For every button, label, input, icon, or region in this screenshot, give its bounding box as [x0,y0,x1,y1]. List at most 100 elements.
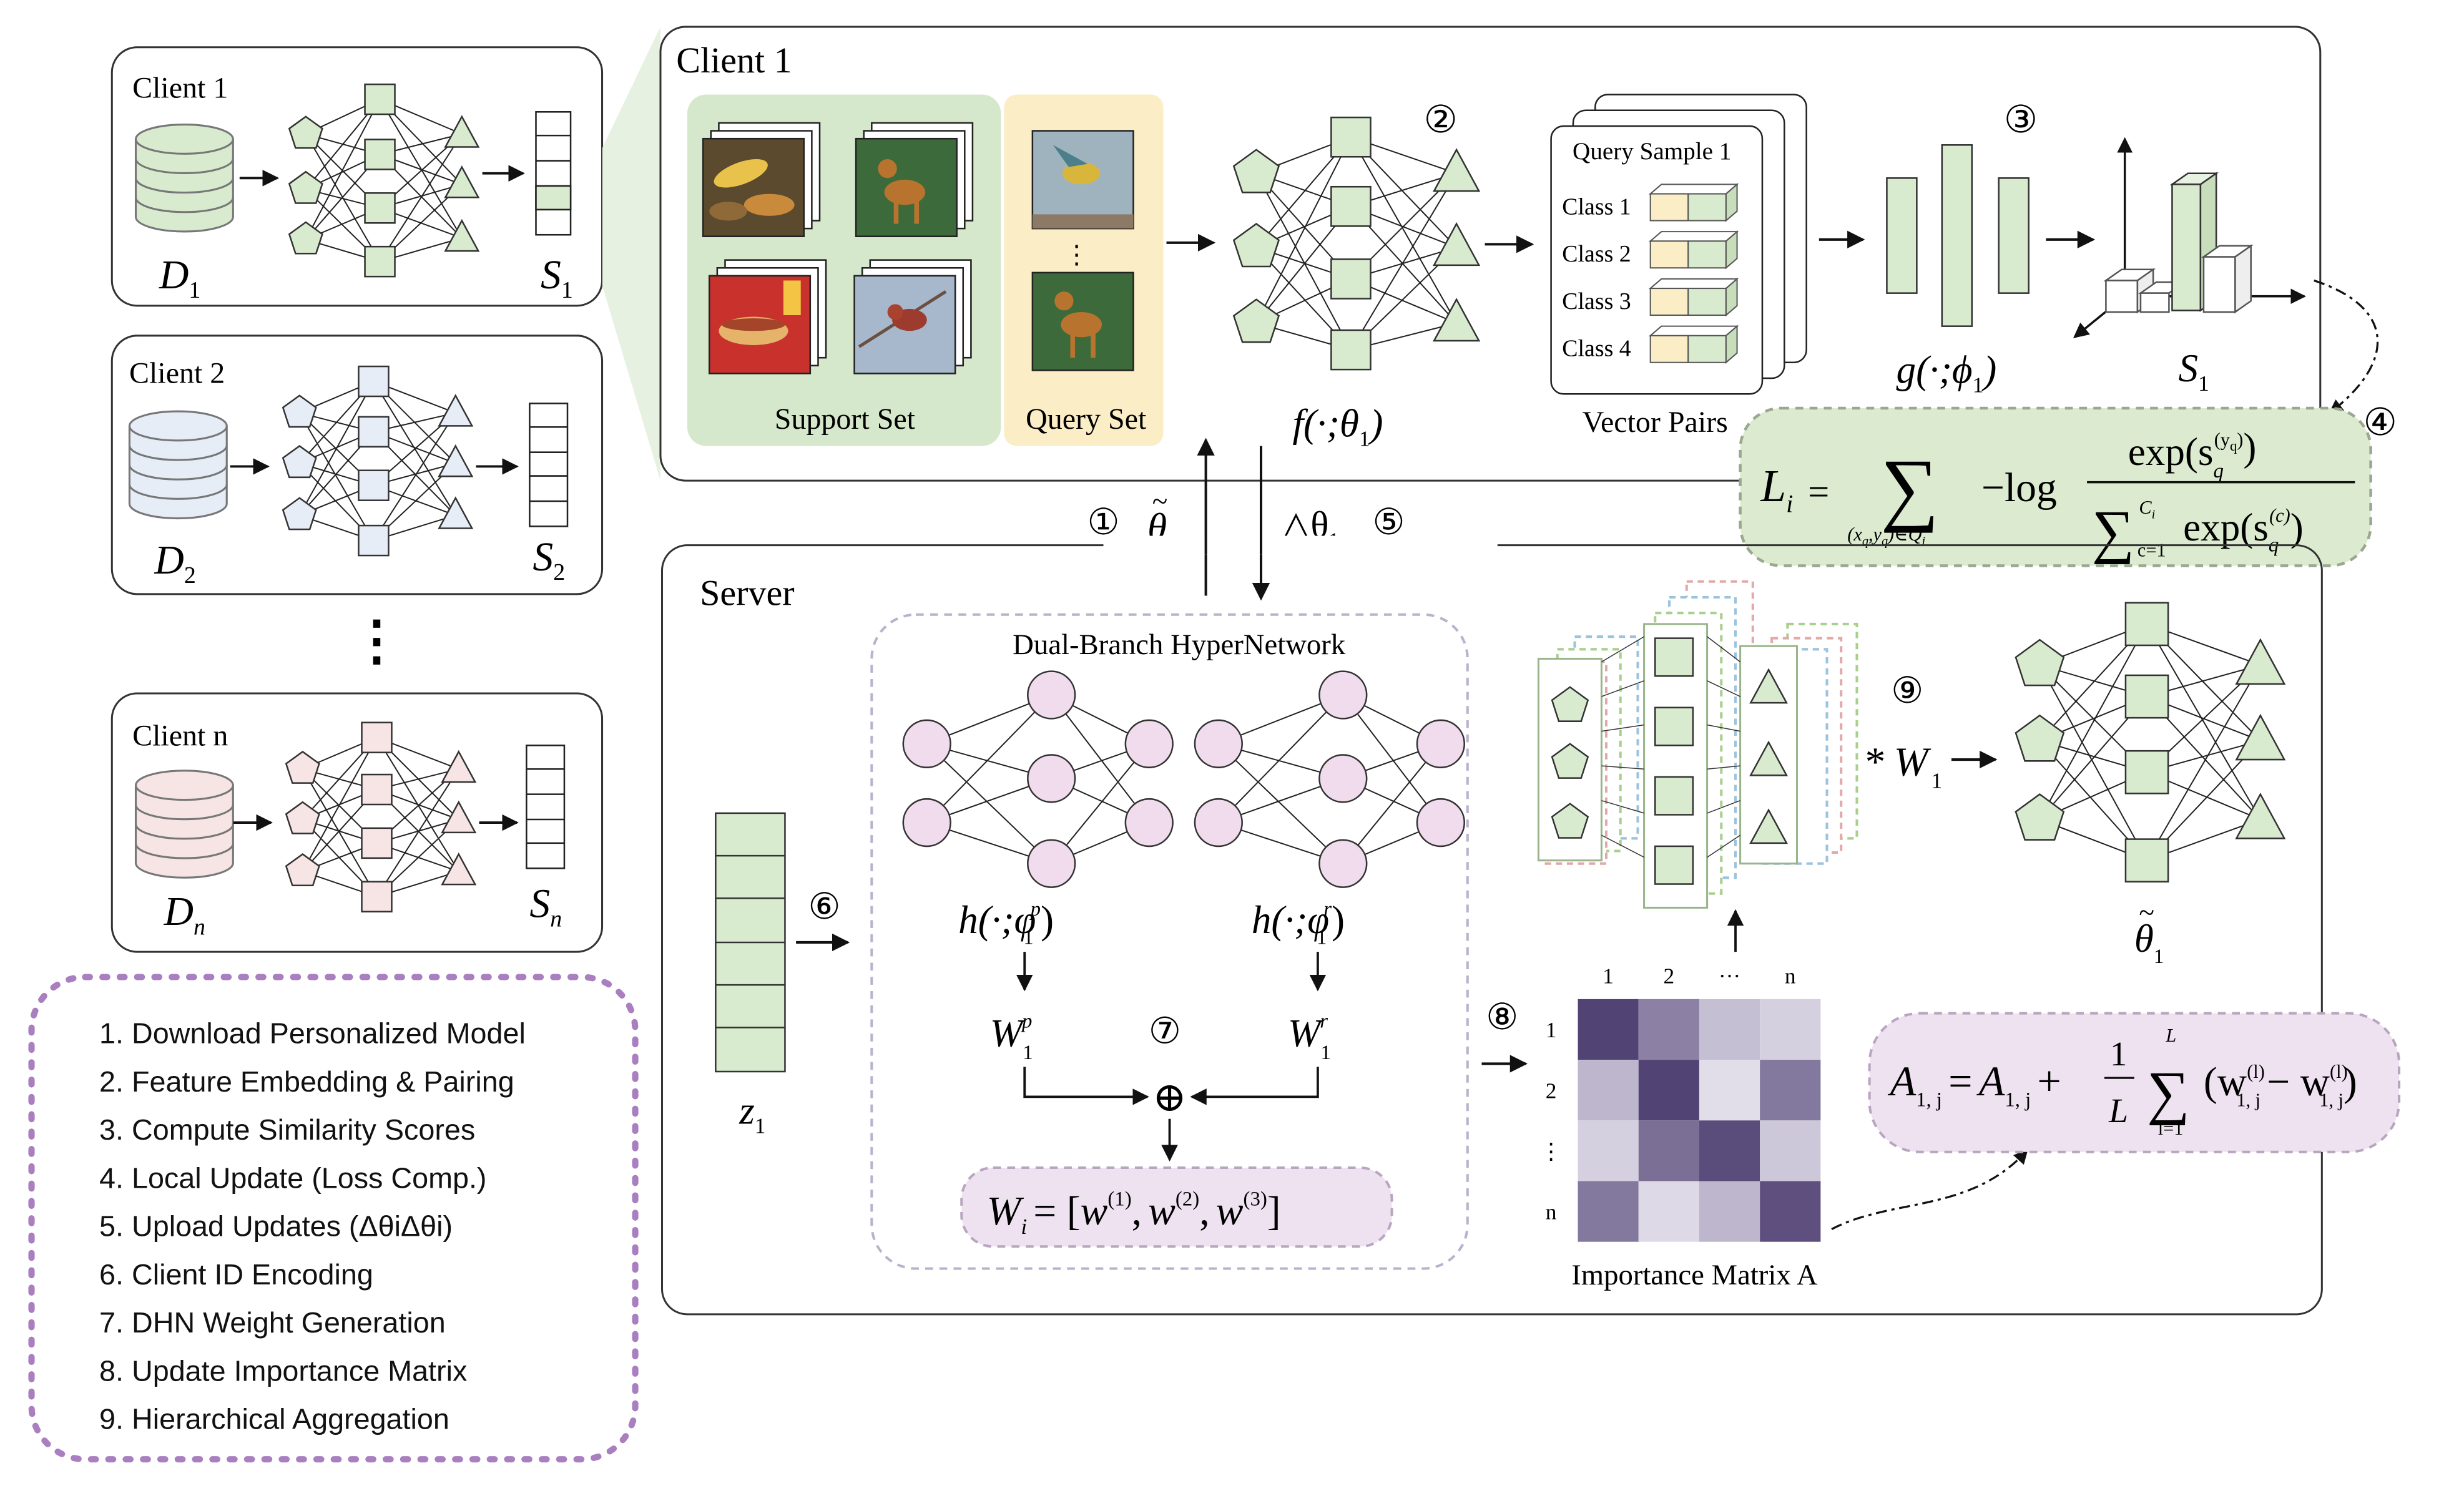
support-image-hotdog [708,259,827,374]
feature-network-f [1232,116,1481,371]
client2-score-vector [529,403,569,527]
legend-item: 1. Download Personalized Model [99,1017,526,1050]
client1-data-label: D1 [159,252,200,303]
matrix-cell [1760,999,1821,1060]
class-row-label: Class 4 [1562,336,1631,362]
svg-text:−log: −log [1981,465,2057,511]
step8-marker: ⑧ [1486,997,1518,1037]
step3-marker: ③ [2004,99,2038,141]
legend-item: 8. Update Importance Matrix [99,1354,467,1387]
client2-title: Client 2 [129,357,225,390]
svg-text:(w(l)1, j− w(l)1, j): (w(l)1, j− w(l)1, j) [2204,1059,2357,1111]
query-vector-cell [1649,288,1689,316]
class-vector-cell [1687,335,1727,363]
class-row-label: Class 3 [1562,288,1631,315]
matrix-row-label: 1 [1546,1017,1557,1042]
class-row-label: Class 2 [1562,241,1631,267]
step9-marker: ⑨ [1891,670,1923,711]
client1-database-icon [134,123,234,233]
g-label: g(·;ϕ1) [1897,348,1997,398]
class-vector-cell [1687,288,1727,316]
client-embedding-z1 [715,812,786,1073]
svg-text:Li: Li [1760,461,1793,518]
dhn-box [870,613,1469,1270]
s1-label: S1 [2179,346,2209,396]
vector-pairs-caption: Vector Pairs [1583,406,1728,439]
svg-text:c=1: c=1 [2138,539,2166,560]
svg-text:=: = [1808,471,1829,513]
loss-formula: Li = ∑ (xq,yq)∈Qi −log exp(sq(yq)) ∑ Ci … [1739,406,2372,567]
svg-text:Ci: Ci [2139,497,2155,522]
arrow-wp-to-sum [1023,1067,1149,1105]
matrix-cell [1760,1181,1821,1242]
class-vector-cell [1687,193,1727,222]
matrix-row-label: ⋮ [1540,1139,1562,1164]
w-p-label: W1p [990,1010,1033,1064]
clientn-title: Client n [132,719,228,752]
query-image-bird [1031,130,1134,230]
legend-item: 2. Feature Embedding & Pairing [99,1065,514,1098]
client2-card: Client 2 D2 S2 [110,335,604,595]
matrix-caption: Importance Matrix A [1571,1259,1818,1291]
clientn-score-label: Sn [529,881,562,932]
svg-text:exp(sq(yq)): exp(sq(yq)) [2128,425,2257,482]
legend-item: 9. Hierarchical Aggregation [99,1403,449,1435]
w-r-label: W1r [1288,1010,1331,1064]
server-panel: Server z1 ⑥ Dual-Branch HyperNetwork h(·… [660,535,2401,1316]
matrix-col-label: 2 [1664,964,1675,989]
svg-text:∑: ∑ [2147,1059,2189,1126]
support-set-label: Support Set [775,403,916,436]
svg-text:(xq,yq)∈Qi: (xq,yq)∈Qi [1847,524,1925,549]
legend-item: 5. Upload Updates (ΔθiΔθi) [99,1210,453,1243]
client1-score-label: S1 [541,252,573,303]
step2-marker: ② [1424,99,1458,141]
matrix-col-label: n [1785,964,1796,989]
matrix-cell [1760,1060,1821,1121]
clientn-score-vector [526,745,566,869]
query-vector-cell [1649,193,1689,222]
query-ellipsis: ⋮ [1064,241,1089,269]
step1-marker: ① [1087,502,1119,542]
similarity-bar-3d [2073,137,2307,338]
matrix-cell [1699,999,1760,1060]
step5-marker: ⑤ [1372,502,1405,542]
matrix-cell [1638,1120,1699,1181]
matrix-cell [1638,999,1699,1060]
matrix-cell [1699,1120,1760,1181]
matrix-row-label: 2 [1546,1078,1557,1103]
client2-data-label: D2 [154,537,195,589]
client2-score-label: S2 [533,534,565,585]
svg-text:A1, j=A1, j+: A1, j=A1, j+ [1887,1057,2061,1112]
class-vector-cell [1687,240,1727,269]
z1-label: z1 [739,1088,765,1138]
svg-text:l=1: l=1 [2158,1118,2184,1139]
step6-marker: ⑥ [808,886,841,927]
vector-pairs-header: Query Sample 1 [1573,138,1731,165]
dhn-title: Dual-Branch HyperNetwork [1013,628,1346,661]
svg-text:L: L [2108,1092,2128,1130]
matrix-col-label: 1 [1603,964,1614,989]
projection-g [1886,144,2030,327]
svg-text:∑: ∑ [1880,443,1939,534]
client1-panel: Client 1 [659,26,2397,482]
matrix-cell [1578,1060,1639,1121]
client1-panel-title: Client 1 [676,40,792,81]
arrow-s-to-loss [2314,279,2379,414]
clients-ellipsis: ⋮ [350,610,404,670]
matrix-cell [1578,999,1639,1060]
clientn-card: Client n Dn Sn [110,692,604,953]
legend-item: 6. Client ID Encoding [99,1258,373,1291]
h-p-label: h(·;φ1p) [958,898,1054,949]
client2-network [230,365,519,557]
client1-score-vector [535,111,572,236]
svg-text:1: 1 [2110,1035,2128,1073]
support-image-bird [853,259,972,374]
zoom-wedge [602,26,660,481]
clientn-database-icon [134,770,234,879]
matrix-cell [1578,1120,1639,1181]
f-label: f(·;θ1) [1293,401,1383,451]
arrow-wr-to-sum [1190,1067,1319,1105]
